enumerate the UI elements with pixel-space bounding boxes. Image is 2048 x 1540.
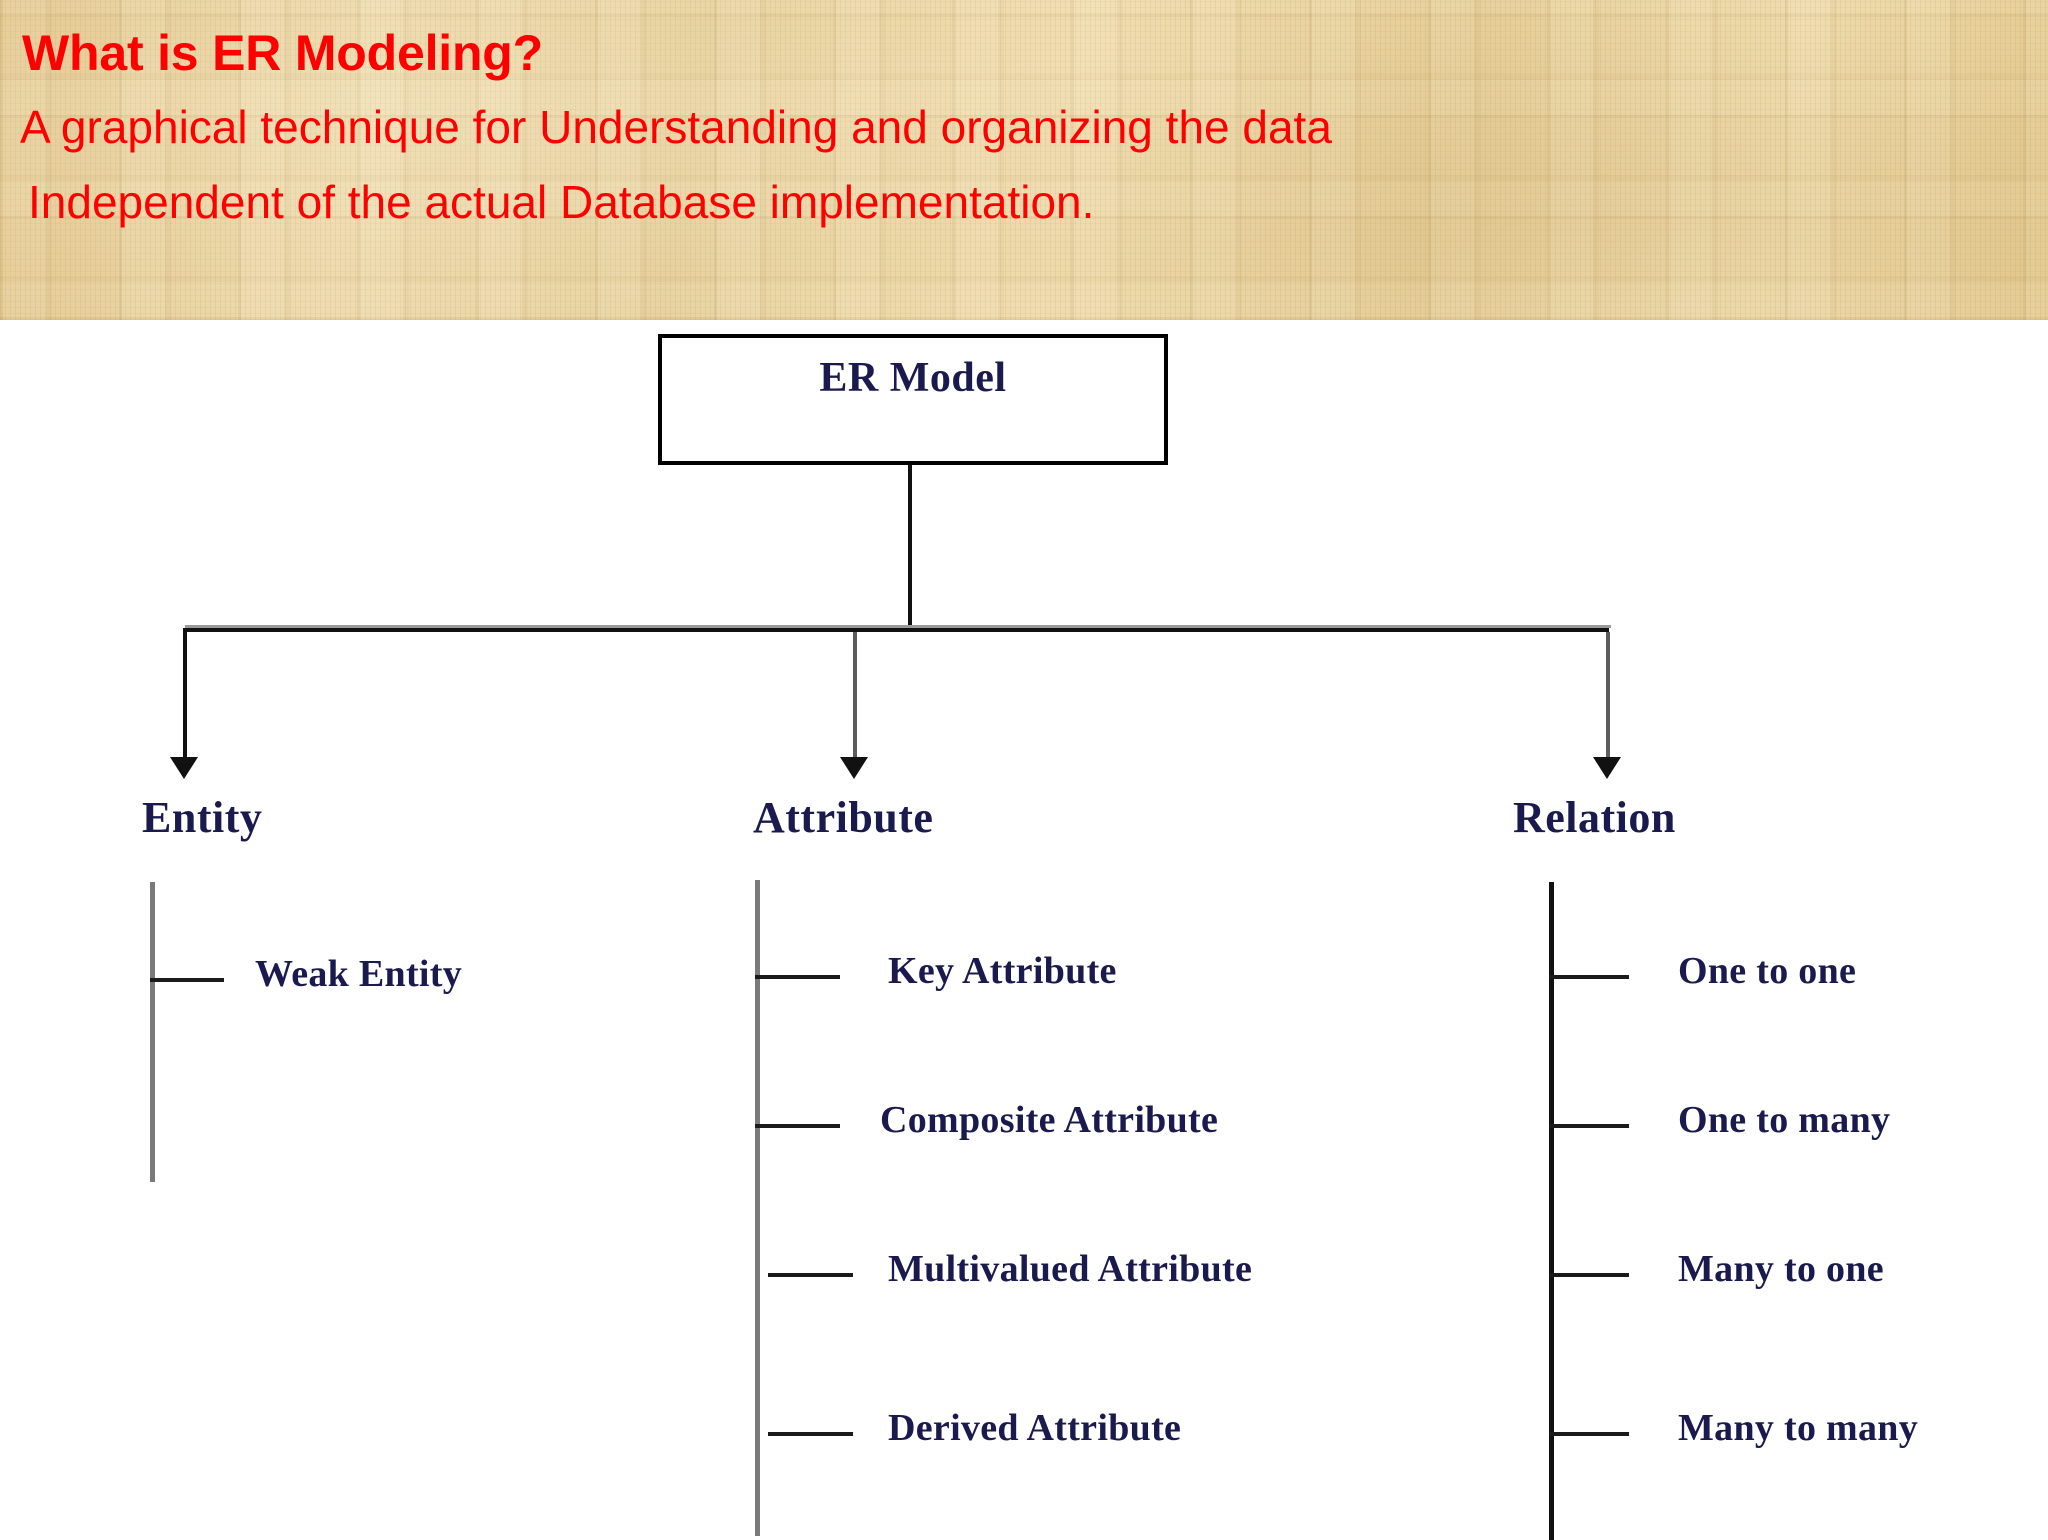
leaf-weak-entity[interactable]: Weak Entity	[255, 953, 463, 995]
connector-trunk-vertical	[908, 465, 912, 632]
spine-relation	[1549, 882, 1554, 1540]
leaf-one-to-many[interactable]: One to many	[1678, 1099, 1891, 1141]
leaf-many-to-many[interactable]: Many to many	[1678, 1407, 1919, 1449]
er-model-tree-diagram: ER Model Entity Attribute Relation Weak …	[0, 320, 2048, 1540]
leaf-one-to-one[interactable]: One to one	[1678, 950, 1857, 992]
tick-many-to-many	[1549, 1432, 1629, 1436]
connector-drop-attribute	[853, 632, 857, 760]
tick-weak-entity	[150, 978, 224, 982]
tick-multivalued-attribute	[768, 1273, 853, 1277]
arrowhead-attribute-icon	[840, 757, 868, 779]
node-relation-label[interactable]: Relation	[1513, 793, 1676, 842]
tick-composite-attribute	[755, 1124, 840, 1128]
connector-drop-relation	[1606, 632, 1610, 760]
connector-drop-entity	[183, 632, 187, 760]
node-er-model-label: ER Model	[819, 355, 1007, 401]
leaf-derived-attribute[interactable]: Derived Attribute	[888, 1407, 1182, 1449]
tick-one-to-one	[1549, 975, 1629, 979]
leaf-many-to-one[interactable]: Many to one	[1678, 1248, 1884, 1290]
tick-many-to-one	[1549, 1273, 1629, 1277]
tick-derived-attribute	[768, 1432, 853, 1436]
connector-distribution-bar	[183, 628, 1609, 632]
leaf-composite-attribute[interactable]: Composite Attribute	[880, 1099, 1219, 1141]
arrowhead-relation-icon	[1593, 757, 1621, 779]
leaf-multivalued-attribute[interactable]: Multivalued Attribute	[888, 1248, 1253, 1290]
tick-one-to-many	[1549, 1124, 1629, 1128]
spine-entity	[150, 882, 155, 1182]
tick-key-attribute	[755, 975, 840, 979]
spine-attribute	[755, 880, 760, 1536]
header-description-line-2: Independent of the actual Database imple…	[28, 176, 1095, 228]
header-banner: What is ER Modeling? A graphical techniq…	[0, 0, 2048, 320]
leaf-key-attribute[interactable]: Key Attribute	[888, 950, 1117, 992]
header-description-line-1: A graphical technique for Understanding …	[20, 101, 1332, 153]
page-title: What is ER Modeling?	[22, 25, 543, 81]
node-attribute-label[interactable]: Attribute	[753, 793, 934, 842]
node-er-model[interactable]: ER Model	[658, 334, 1168, 465]
connector-distribution-bar-shadow	[185, 625, 1611, 628]
arrowhead-entity-icon	[170, 757, 198, 779]
node-entity-label[interactable]: Entity	[142, 793, 263, 842]
